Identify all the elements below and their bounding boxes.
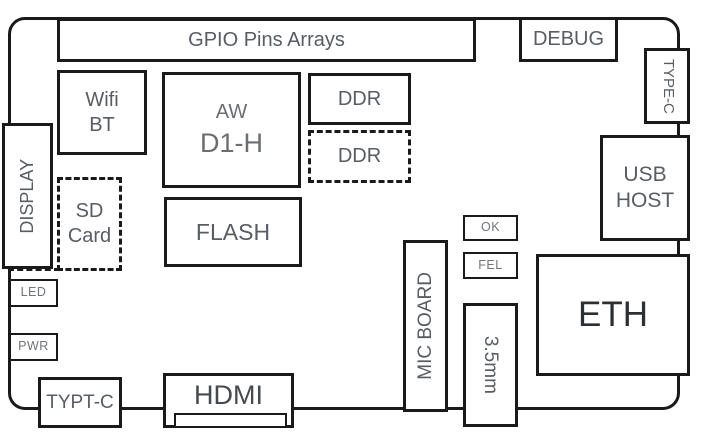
hdmi-port-box: HDMI xyxy=(163,373,294,428)
gpio-pins-header-box: GPIO Pins Arrays xyxy=(57,18,476,62)
type-c-port-box: TYPE-C xyxy=(644,48,690,124)
power-indicator-box: PWR xyxy=(9,333,58,361)
ddr2-label: DDR xyxy=(337,145,382,167)
soc-vendor-label: AW xyxy=(215,100,248,123)
type-c-power-port-box: TYPT-C xyxy=(38,377,122,428)
ddr1-label: DDR xyxy=(337,87,382,110)
hdmi-connector-slot xyxy=(174,413,287,428)
sd-card-slot-box: SD Card xyxy=(57,177,122,271)
sd-card-label-line2: Card xyxy=(67,225,112,247)
sd-card-label-line1: SD xyxy=(75,200,104,222)
hdmi-label: HDMI xyxy=(194,380,263,410)
mic-board-label: MIC BOARD xyxy=(414,272,436,380)
typt-c-label: TYPT-C xyxy=(46,391,114,413)
debug-label: DEBUG xyxy=(532,28,605,50)
display-label: DISPLAY xyxy=(17,158,38,234)
pwr-label: PWR xyxy=(18,339,49,354)
sd-card-dashed-extension-line xyxy=(8,268,60,271)
usb-host-port-box: USB HOST xyxy=(600,135,690,241)
debug-port-box: DEBUG xyxy=(519,17,618,62)
ddr-memory-box: DDR xyxy=(308,73,411,125)
wifi-bt-module-box: Wifi BT xyxy=(57,70,147,155)
audio-jack-label: 3.5mm xyxy=(480,335,502,395)
display-connector-box: DISPLAY xyxy=(2,123,53,269)
soc-chip-box: AW D1-H xyxy=(162,72,301,188)
soc-model-label: D1-H xyxy=(199,127,263,158)
ok-button-box: OK xyxy=(463,215,518,241)
ddr-memory-optional-box: DDR xyxy=(308,130,411,183)
ethernet-port-box: ETH xyxy=(536,254,690,376)
flash-chip-box: FLASH xyxy=(164,197,302,267)
eth-label: ETH xyxy=(578,295,648,335)
usb-host-label-line2: HOST xyxy=(615,189,675,212)
led-indicator-box: LED xyxy=(9,279,58,307)
wifi-label-line2: BT xyxy=(89,113,115,136)
led-label: LED xyxy=(20,285,47,300)
fel-button-box: FEL xyxy=(463,252,518,279)
flash-label: FLASH xyxy=(195,218,271,245)
wifi-label-line1: Wifi xyxy=(85,88,119,111)
type-c-label: TYPE-C xyxy=(659,58,677,114)
audio-jack-35mm-box: 3.5mm xyxy=(463,303,518,427)
usb-host-label-line1: USB xyxy=(623,162,667,186)
fel-label: FEL xyxy=(478,257,503,272)
ok-label: OK xyxy=(480,220,501,235)
mic-board-box: MIC BOARD xyxy=(403,240,448,412)
gpio-pins-label: GPIO Pins Arrays xyxy=(188,28,345,51)
